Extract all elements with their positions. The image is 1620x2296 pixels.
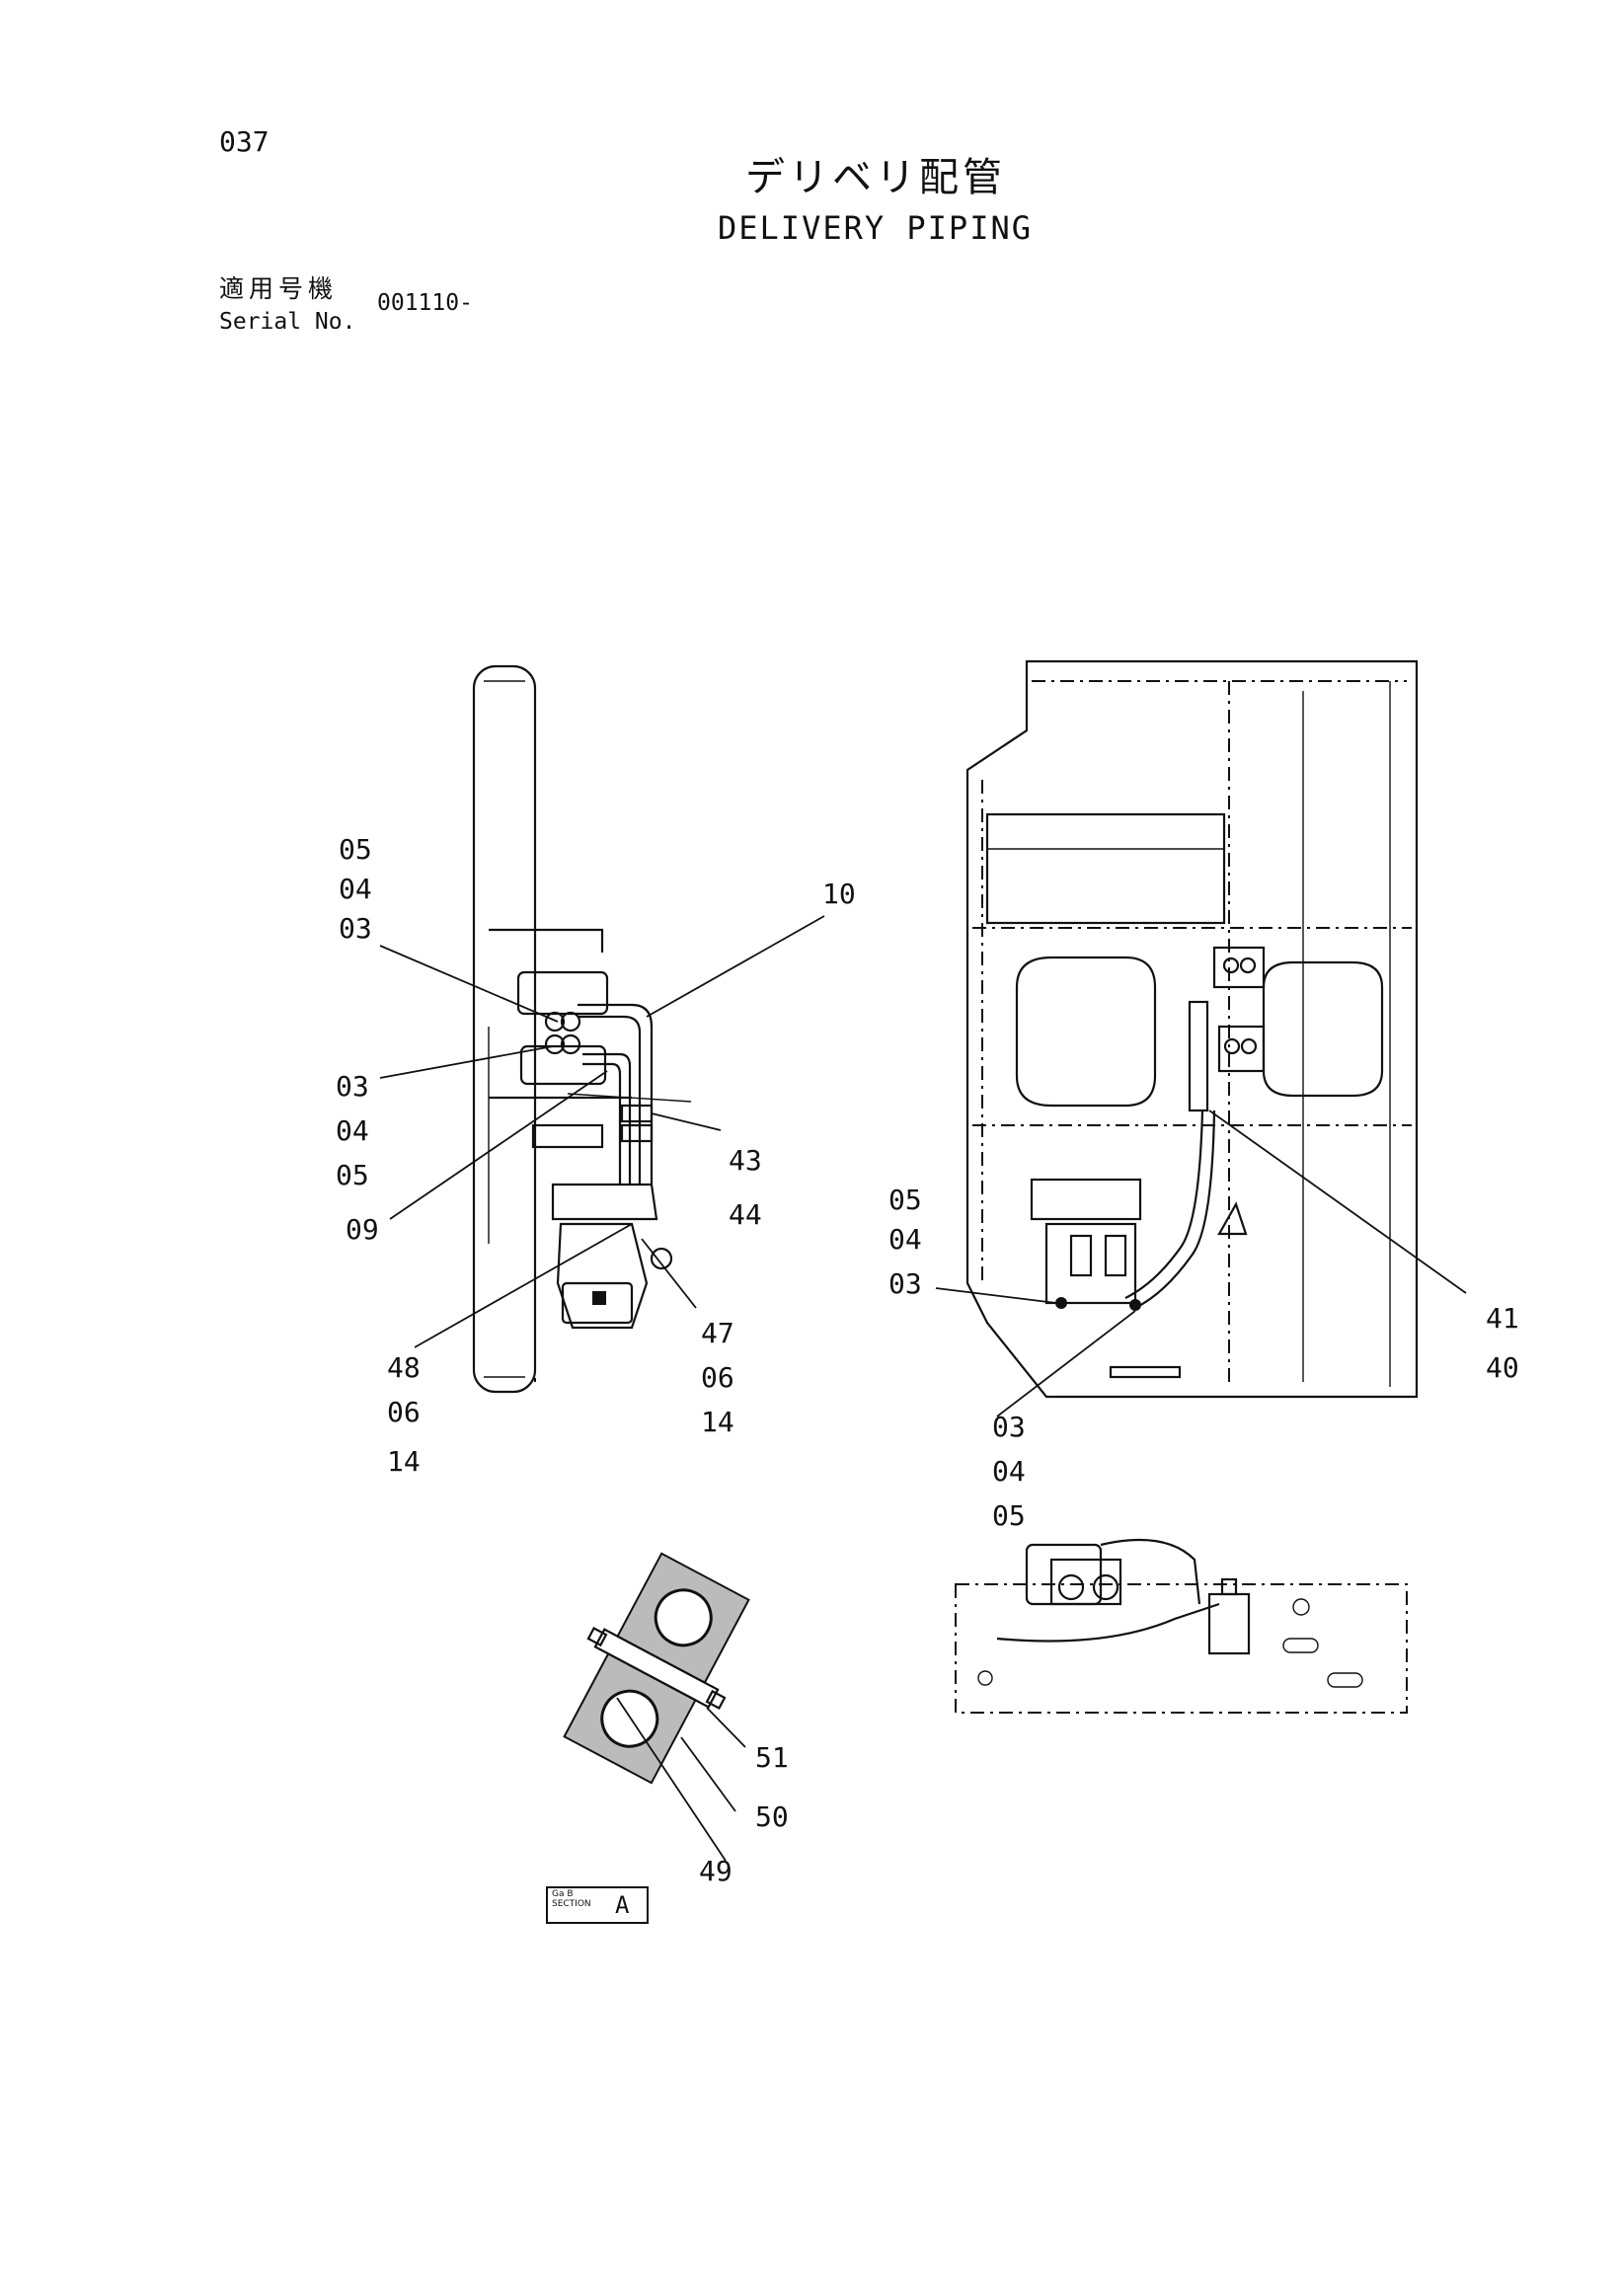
callout-05: 05 [336, 1159, 369, 1191]
callout-04: 04 [336, 1114, 369, 1147]
title-japanese: デリベリ配管 [745, 155, 1006, 200]
callout-05: 05 [992, 1499, 1026, 1532]
left-frame-body [472, 664, 537, 1394]
callout-09: 09 [346, 1213, 379, 1246]
callout-14: 14 [701, 1406, 734, 1438]
right-top-view [965, 659, 1419, 1399]
callout-03: 03 [339, 912, 372, 945]
pipe-clamp-icon [593, 1628, 720, 1709]
hydraulic-valve-icon [1030, 1178, 1142, 1311]
callout-40: 40 [1486, 1351, 1519, 1384]
left-side-view [472, 664, 692, 1394]
callout-44: 44 [729, 1198, 762, 1231]
page-number: 037 [219, 125, 270, 158]
callout-03: 03 [888, 1267, 922, 1300]
callout-50: 50 [755, 1800, 789, 1833]
bottom-detail-view [955, 1538, 1408, 1714]
section-a-view [563, 1552, 750, 1785]
section-label-box: Ga B SECTION A [546, 1886, 649, 1924]
callout-05: 05 [888, 1184, 922, 1216]
title-english: DELIVERY PIPING [718, 209, 1033, 247]
serial-label-japanese: 適用号機 [219, 274, 339, 303]
callout-06: 06 [701, 1361, 734, 1394]
callout-49: 49 [699, 1855, 733, 1887]
callout-47: 47 [701, 1317, 734, 1349]
callout-04: 04 [339, 873, 372, 905]
hydraulic-valve-icon [516, 970, 609, 1149]
serial-label-english: Serial No. [219, 309, 356, 335]
callout-03: 03 [992, 1411, 1026, 1443]
callout-04: 04 [992, 1455, 1026, 1488]
section-letter: A [615, 1891, 630, 1919]
serial-number-value: 001110- [377, 290, 473, 316]
callout-04: 04 [888, 1223, 922, 1256]
callout-51: 51 [755, 1741, 789, 1774]
callout-41: 41 [1486, 1302, 1519, 1335]
pump-assembly [551, 1183, 673, 1330]
callout-10: 10 [822, 878, 856, 910]
callout-03: 03 [336, 1070, 369, 1103]
callout-43: 43 [729, 1144, 762, 1177]
callout-06: 06 [387, 1396, 421, 1428]
callout-14: 14 [387, 1445, 421, 1478]
section-box-word: SECTION [552, 1898, 591, 1909]
callout-48: 48 [387, 1351, 421, 1384]
callout-05: 05 [339, 833, 372, 866]
section-box-code: Ga B [552, 1889, 574, 1899]
